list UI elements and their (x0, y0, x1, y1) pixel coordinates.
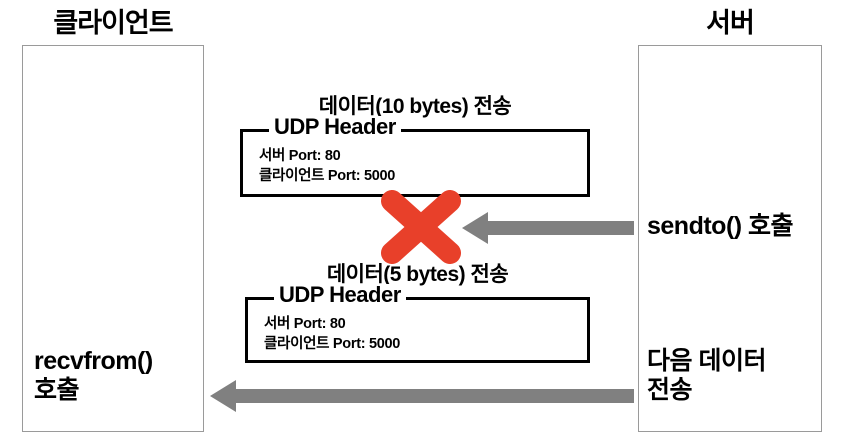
next-data-label: 다음 데이터 전송 (647, 347, 766, 404)
client-column (22, 45, 204, 432)
packet-2-caption: 데이터(5 bytes) 전송 (326, 263, 509, 286)
packet-1-server-port-field: 서버 Port: 80 (259, 148, 341, 164)
server-title: 서버 (706, 8, 755, 38)
packet-2-server-port-field: 서버 Port: 80 (264, 316, 346, 332)
x-mark-icon (381, 190, 461, 264)
recvfrom-call-label: recvfrom() 호출 (34, 347, 153, 404)
packet-1-client-port-field: 클라이언트 Port: 5000 (259, 168, 396, 184)
packet-group-1: 데이터(10 bytes) 전송 UDP Header 서버 Port: 80 … (240, 96, 590, 197)
server-column (638, 45, 822, 432)
packet-group-2: 데이터(5 bytes) 전송 UDP Header 서버 Port: 80 클… (245, 264, 590, 363)
next-data-arrow-icon (210, 380, 634, 412)
packet-1-caption: 데이터(10 bytes) 전송 (318, 95, 512, 118)
packet-2-udp-header-legend: UDP Header (274, 284, 406, 306)
client-title: 클라이언트 (53, 8, 173, 38)
sendto-arrow-icon (462, 212, 634, 244)
packet-1-udp-box: UDP Header 서버 Port: 80 클라이언트 Port: 5000 (240, 116, 590, 197)
packet-2-udp-box: UDP Header 서버 Port: 80 클라이언트 Port: 5000 (245, 284, 590, 363)
packet-2-client-port-field: 클라이언트 Port: 5000 (264, 336, 401, 352)
packet-1-udp-header-legend: UDP Header (269, 116, 401, 138)
sendto-call-label: sendto() 호출 (647, 212, 794, 240)
